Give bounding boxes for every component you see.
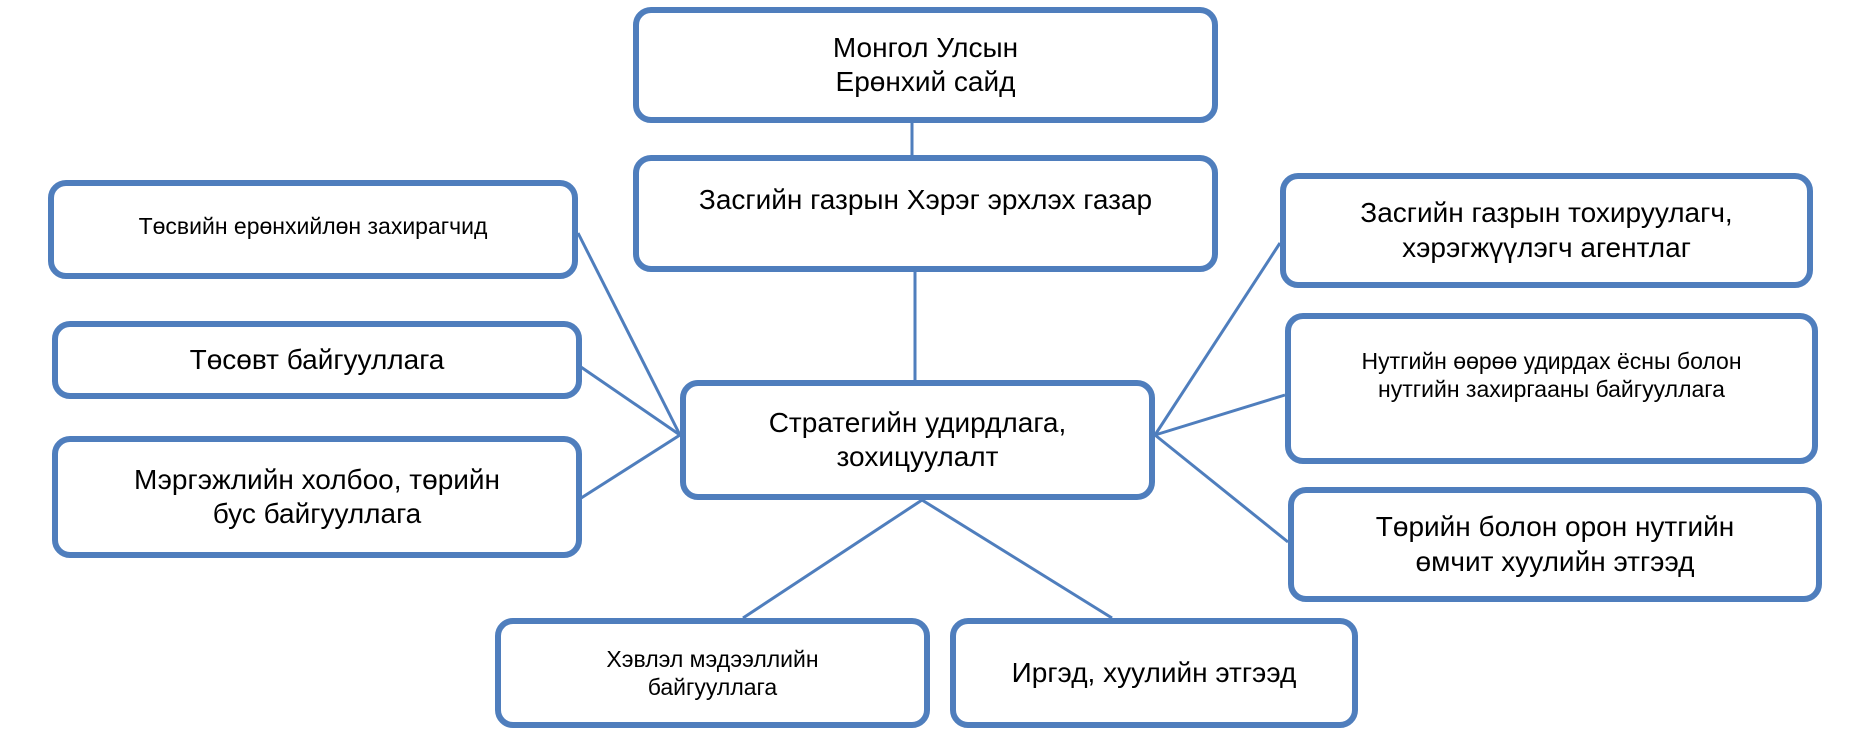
connector-strategic-to-budget-governors bbox=[576, 232, 682, 436]
node-prime-minister-line1: Монгол Улсын bbox=[832, 31, 1019, 63]
node-strategic-line1: Стратегийн удирдлага, bbox=[768, 406, 1067, 438]
node-professional-line1: Мэргэжлийн холбоо, төрийн bbox=[133, 463, 501, 495]
node-strategic-management: Стратегийн удирдлага, зохицуулалт bbox=[680, 380, 1155, 500]
connector-strategic-to-local-gov bbox=[1154, 393, 1286, 437]
node-budget-governors-label: Төсвийн ерөнхийлөн захирагчид bbox=[138, 213, 488, 239]
node-budget-organizations-label: Төсөвт байгууллага bbox=[189, 343, 445, 375]
connector-strategic-to-budget-orgs bbox=[577, 363, 681, 437]
node-media-organizations: Хэвлэл мэдээллийн байгууллага bbox=[495, 618, 930, 728]
node-media-line2: байгууллага bbox=[647, 674, 778, 700]
node-agencies-line2: хэрэгжүүлэгч агентлаг bbox=[1402, 231, 1691, 263]
node-media-line1: Хэвлэл мэдээллийн bbox=[606, 645, 819, 672]
connector-strategic-to-state-owned bbox=[1154, 433, 1289, 544]
node-state-owned-line1: Төрийн болон орон нутгийн bbox=[1375, 511, 1735, 543]
node-prime-minister: Монгол Улсын Ерөнхий сайд bbox=[633, 7, 1218, 123]
node-professional-line2: бус байгууллага bbox=[212, 498, 422, 529]
node-local-gov-line2: нутгийн захиргааны байгууллага bbox=[1378, 376, 1725, 403]
node-state-owned-line2: өмчит хуулийн этгээд bbox=[1415, 545, 1695, 577]
connector-strategic-to-agencies bbox=[1153, 242, 1282, 436]
node-budget-organizations: Төсөвт байгууллага bbox=[52, 321, 582, 399]
node-citizens-legal-entities: Иргэд, хуулийн этгээд bbox=[950, 618, 1358, 728]
node-local-government: Нутгийн өөрөө удирдах ёсны болон нутгийн… bbox=[1285, 313, 1818, 464]
node-budget-governors: Төсвийн ерөнхийлөн захирагчид bbox=[48, 180, 578, 279]
node-professional-associations: Мэргэжлийн холбоо, төрийн бус байгууллаг… bbox=[52, 436, 582, 558]
node-cabinet-office: Засгийн газрын Хэрэг эрхлэх газар bbox=[633, 155, 1218, 272]
node-government-agencies: Засгийн газрын тохируулагч, хэрэгжүүлэгч… bbox=[1280, 173, 1813, 288]
node-local-gov-line1: Нутгийн өөрөө удирдах ёсны болон bbox=[1361, 348, 1742, 374]
connector-strategic-to-media bbox=[742, 498, 923, 620]
node-agencies-line1: Засгийн газрын тохируулагч, bbox=[1360, 197, 1733, 229]
node-state-owned-entities: Төрийн болон орон нутгийн өмчит хуулийн … bbox=[1288, 487, 1822, 602]
node-citizens-label: Иргэд, хуулийн этгээд bbox=[1011, 656, 1297, 688]
node-cabinet-office-label: Засгийн газрын Хэрэг эрхлэх газар bbox=[698, 184, 1153, 215]
connector-strategic-to-citizens bbox=[921, 498, 1113, 620]
node-strategic-line2: зохицуулалт bbox=[836, 441, 999, 472]
connector-strategic-to-professional bbox=[577, 433, 681, 502]
node-prime-minister-line2: Ерөнхий сайд bbox=[835, 66, 1016, 97]
